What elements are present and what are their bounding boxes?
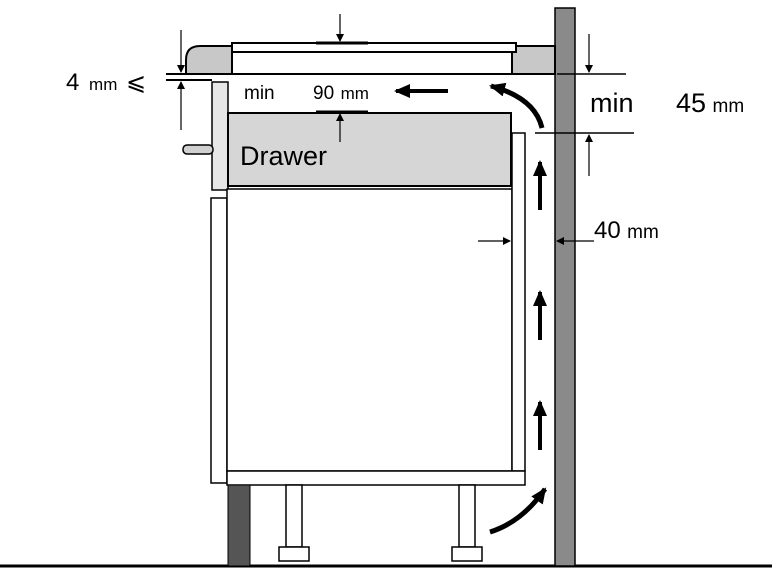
wall-gap-label: 45 mm	[676, 88, 744, 118]
cabinet-back-panel	[511, 132, 526, 472]
vent-gap-value: 40	[594, 217, 621, 244]
gap-top-unit: mm	[89, 75, 117, 94]
cooktop-glass	[231, 42, 517, 53]
gap-top-label: 4 mm ⩽	[66, 69, 146, 96]
gap-top-value: 4	[66, 69, 79, 96]
drawer-gap-min: min	[244, 83, 275, 104]
wall-gap-value: 45	[676, 88, 706, 118]
drawer-gap-value: 90	[313, 83, 334, 104]
drawer-label: Drawer	[240, 141, 327, 171]
cabinet-foot-2	[451, 546, 483, 562]
wall-gap-min: min	[590, 88, 634, 118]
drawer-gap-label: 90 mm	[313, 83, 369, 104]
cabinet-leg-1	[285, 484, 303, 548]
drawer-gap-unit: mm	[341, 84, 369, 103]
countertop-front	[185, 45, 233, 75]
gap-top-symbol: ⩽	[126, 69, 146, 96]
drawer-handle	[182, 144, 214, 155]
cabinet-left-side	[210, 197, 228, 484]
curved-arrow-icon	[489, 487, 548, 535]
vent-gap-unit: mm	[627, 222, 659, 243]
back-wall	[554, 7, 576, 567]
wall-gap-unit: mm	[713, 96, 745, 117]
drawer-box	[227, 112, 512, 187]
cabinet-body	[226, 188, 513, 472]
plinth	[227, 484, 251, 567]
cabinet-bottom	[226, 470, 526, 486]
countertop-back	[511, 45, 556, 75]
cabinet-front-panel	[211, 81, 229, 191]
vent-gap-label: 40 mm	[594, 217, 659, 244]
cabinet-foot-1	[278, 546, 310, 562]
cabinet-leg-2	[458, 484, 476, 548]
curved-arrow-icon	[489, 82, 545, 129]
